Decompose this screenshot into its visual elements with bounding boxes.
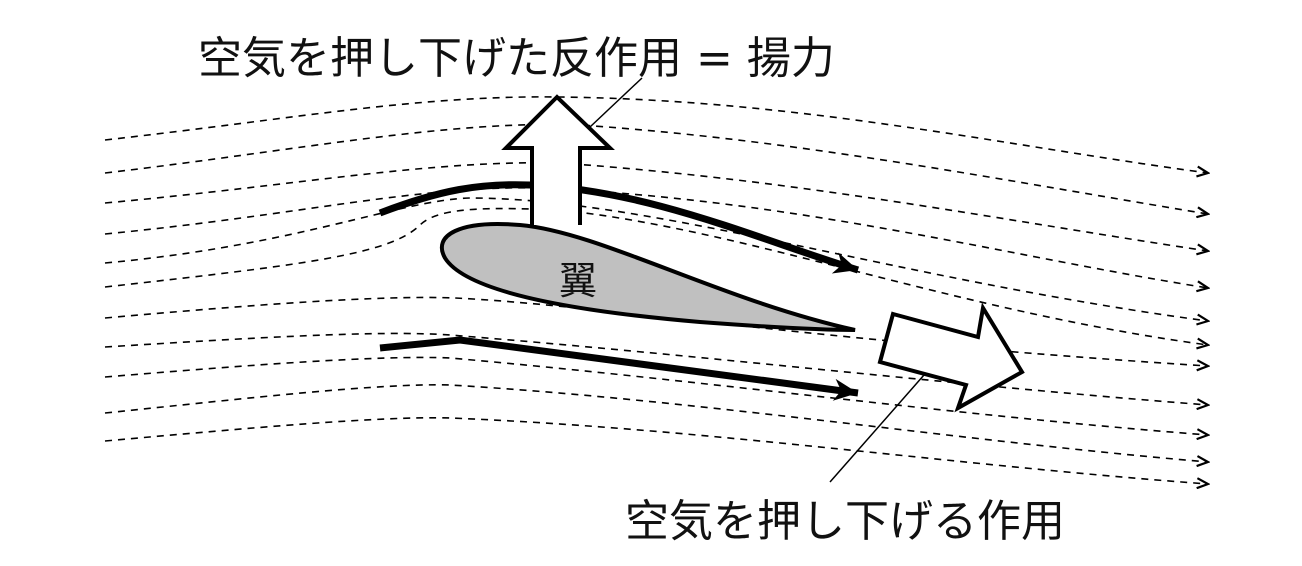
action-leader-line (829, 374, 925, 483)
streamline (104, 161, 1208, 251)
action-arrow (877, 302, 1025, 413)
streamline (104, 207, 1208, 345)
streamline (104, 384, 1208, 462)
wing-airfoil (439, 222, 856, 332)
lower-flow-arrow (379, 336, 859, 401)
action-label: 空気を押し下げる作用 (625, 496, 1065, 547)
wing-label: 翼 (559, 259, 598, 303)
streamline (104, 416, 1208, 484)
streamline (104, 123, 1208, 214)
streamline (104, 96, 1208, 173)
lift-arrow (501, 94, 615, 225)
lift-label: 空気を押し下げた反作用 = 揚力 (198, 33, 835, 84)
streamline (104, 356, 1208, 435)
lift-leader-line (589, 77, 643, 128)
streamline (104, 332, 1208, 405)
